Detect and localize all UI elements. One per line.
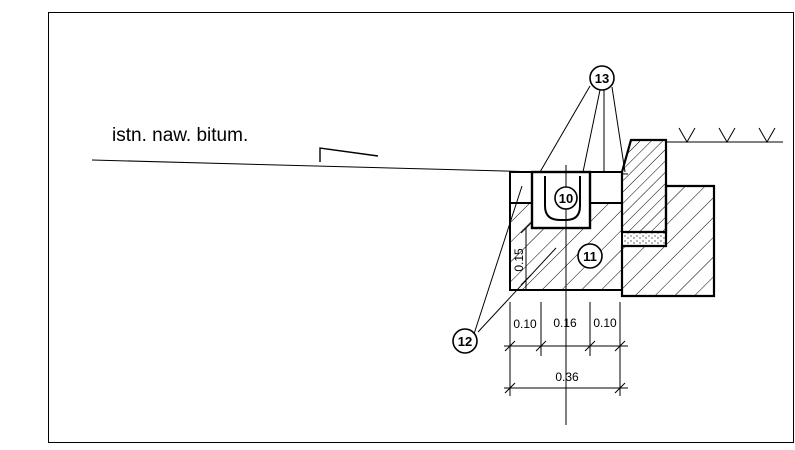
dimension-total-width: 0.36	[555, 370, 579, 384]
dimension-left-width: 0.10	[513, 317, 537, 331]
total-dimension	[504, 356, 628, 396]
callout-12-circle	[452, 328, 478, 354]
callout-13-number: 13	[595, 71, 609, 86]
ground-symbols	[678, 127, 776, 144]
right-fill-block	[589, 171, 623, 204]
slope-symbol	[319, 147, 379, 162]
curb-bedding	[621, 231, 667, 247]
dimension-right-width: 0.10	[593, 316, 617, 330]
curb-stone	[620, 138, 668, 234]
callout-12-leaders	[473, 185, 557, 335]
callout-11-number: 11	[583, 249, 597, 264]
road-surface-line	[91, 159, 541, 173]
callout-11-circle	[577, 243, 603, 269]
callout-12-number: 12	[458, 334, 472, 349]
dimension-middle-width: 0.16	[553, 316, 577, 330]
callout-10-circle	[554, 186, 578, 210]
width-dimension-row	[504, 302, 628, 356]
height-dimension	[520, 222, 532, 290]
callout-10-number: 10	[559, 191, 573, 206]
callout-13-leaders	[539, 85, 626, 173]
callout-13-circle	[589, 65, 615, 91]
height-dimension-value: 0.15	[512, 248, 526, 272]
curb-foundation	[620, 184, 716, 298]
drawing-frame	[48, 12, 794, 443]
drainage-channel-inner	[544, 176, 581, 221]
surface-label: istn. naw. bitum.	[112, 125, 248, 146]
